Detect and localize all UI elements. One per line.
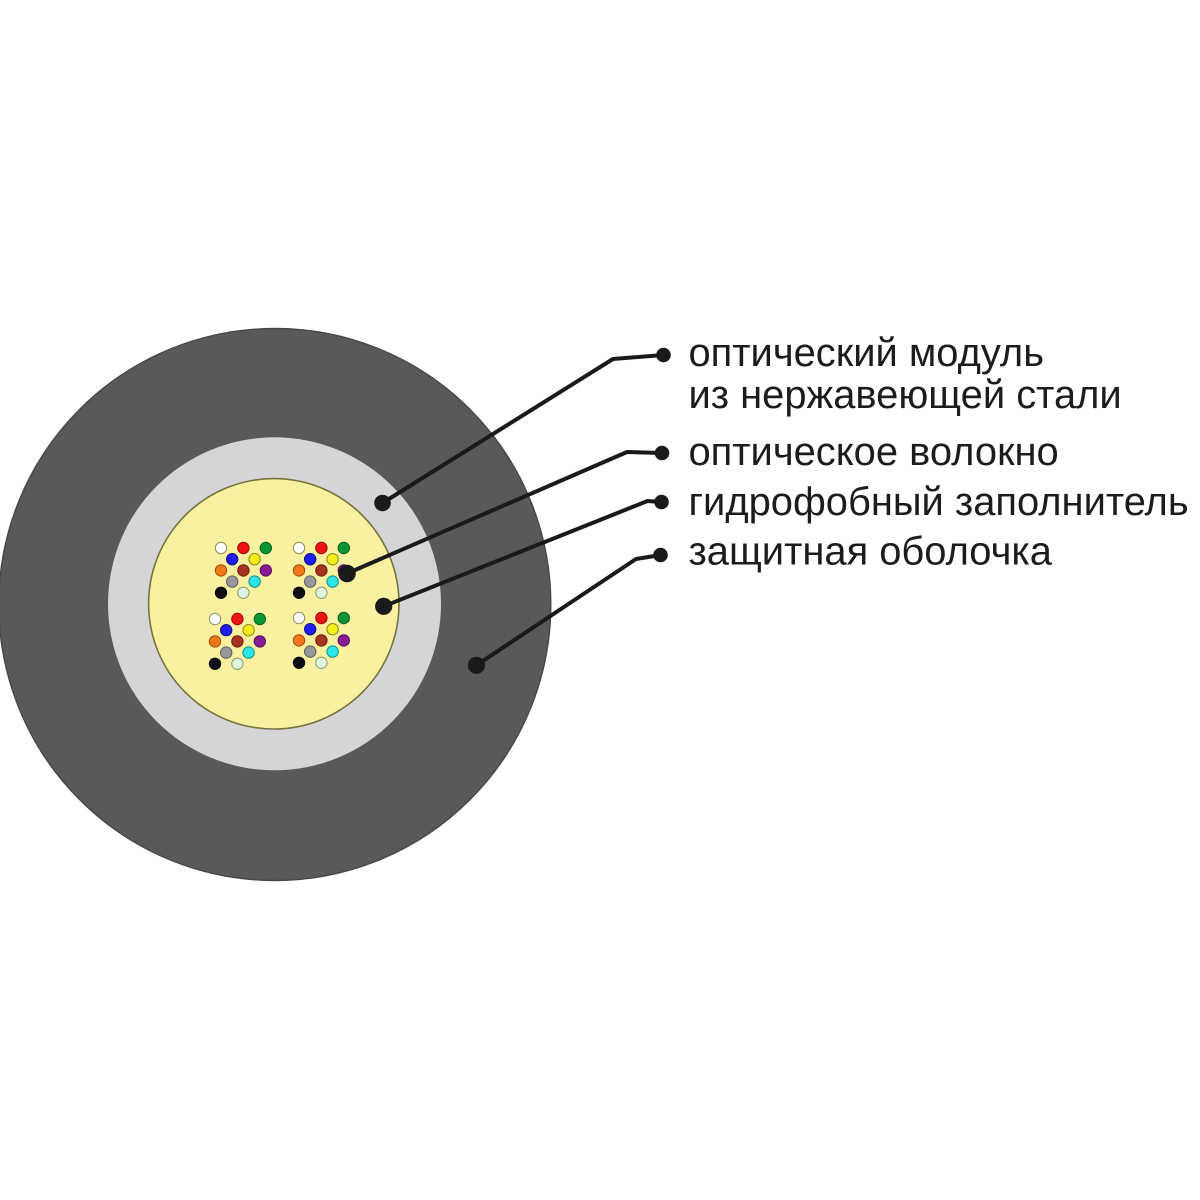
svg-text:оптическое волокно: оптическое волокно xyxy=(689,430,1059,474)
svg-text:защитная оболочка: защитная оболочка xyxy=(689,530,1053,574)
svg-text:оптический модуль: оптический модуль xyxy=(689,331,1045,375)
svg-text:из нержавеющей стали: из нержавеющей стали xyxy=(689,373,1122,417)
svg-text:гидрофобный заполнитель: гидрофобный заполнитель xyxy=(689,480,1189,524)
